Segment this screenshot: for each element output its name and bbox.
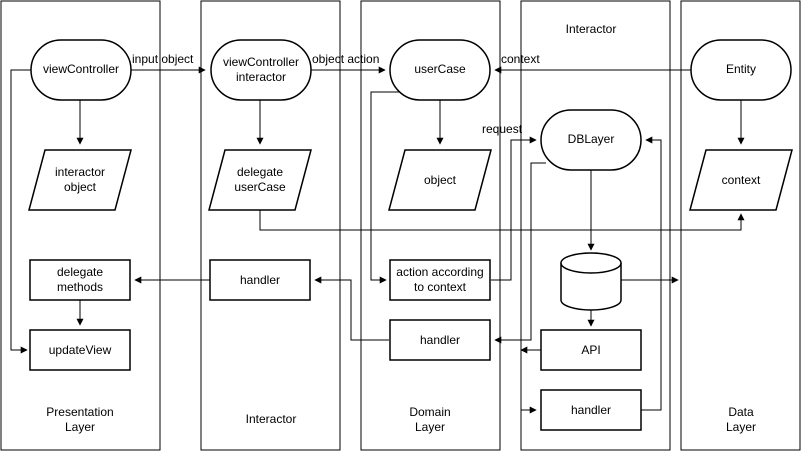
node-interactor-object: interactor object xyxy=(28,149,132,211)
node-handler-domain: handler xyxy=(389,319,491,361)
edges xyxy=(10,66,745,414)
edge-label-object-action: object action xyxy=(312,52,379,66)
node-usercase-label: userCase xyxy=(414,62,466,76)
edge-handler-domain-to-handler-interactor xyxy=(314,276,389,341)
lane-title-interactor-db: Interactor xyxy=(566,22,617,36)
lane-title-presentation-line1: Presentation xyxy=(46,405,113,419)
node-delegate-methods: delegate methods xyxy=(29,259,131,301)
node-handler-interactor: handler xyxy=(209,259,311,301)
node-dblayer: DBLayer xyxy=(540,109,642,171)
edge-viewcontroller-to-updateview xyxy=(10,69,31,354)
edge-label-input-object: input object xyxy=(132,52,194,66)
node-vc-interactor-label-line1: viewController xyxy=(223,55,299,69)
node-viewcontroller-label: viewController xyxy=(43,62,119,76)
edge-usercase-to-action xyxy=(370,91,401,284)
edge-dblayer-to-handler-domain xyxy=(494,162,546,344)
node-viewcontroller: viewController xyxy=(30,39,132,101)
node-delegate-methods-label-line2: methods xyxy=(57,280,103,294)
node-action-according-label-line1: action according xyxy=(396,265,483,279)
edge-label-context: context xyxy=(501,52,540,66)
node-entity-label: Entity xyxy=(726,62,756,76)
lane-interactor-db xyxy=(520,0,671,451)
node-action-according: action according to context xyxy=(389,259,491,301)
lane-title-domain-line2: Layer xyxy=(415,420,445,434)
database-cylinder-icon xyxy=(560,252,622,311)
edge-label-request: request xyxy=(482,122,523,136)
node-delegate-usercase-label-line2: userCase xyxy=(234,180,286,194)
node-object: object xyxy=(388,149,492,211)
lane-title-data-line2: Layer xyxy=(726,420,756,434)
edge-handler-db-to-dblayer xyxy=(641,136,662,411)
lane-title-interactor: Interactor xyxy=(246,412,297,426)
node-delegate-usercase: delegate userCase xyxy=(208,149,312,211)
node-interactor-object-label-line2: object xyxy=(64,180,97,194)
lane-title-domain-line1: Domain xyxy=(409,405,450,419)
node-updateview: updateView xyxy=(29,329,131,371)
edge-delegate-usercase-to-context xyxy=(259,210,745,231)
node-action-according-label-line2: to context xyxy=(414,280,467,294)
node-vc-interactor-label-line2: interactor xyxy=(236,70,286,84)
lane-title-presentation-line2: Layer xyxy=(65,420,95,434)
node-api-label: API xyxy=(581,343,600,357)
node-handler-domain-label: handler xyxy=(420,333,460,347)
node-updateview-label: updateView xyxy=(49,343,112,357)
node-dblayer-label: DBLayer xyxy=(568,132,615,146)
node-delegate-usercase-label-line1: delegate xyxy=(237,165,283,179)
node-entity: Entity xyxy=(690,39,792,101)
node-context: context xyxy=(689,149,793,211)
node-interactor-object-label-line1: interactor xyxy=(55,165,105,179)
edge-request xyxy=(491,136,537,281)
node-handler-db-label: handler xyxy=(571,403,611,417)
lane-title-data-line1: Data xyxy=(728,405,754,419)
node-context-label: context xyxy=(722,173,761,187)
node-handler-db: handler xyxy=(540,389,642,431)
node-api: API xyxy=(540,329,642,371)
node-usercase: userCase xyxy=(389,39,491,101)
node-viewcontroller-interactor: viewController interactor xyxy=(210,39,312,101)
node-handler-interactor-label: handler xyxy=(240,273,280,287)
node-delegate-methods-label-line1: delegate xyxy=(57,265,103,279)
node-object-label: object xyxy=(424,173,457,187)
